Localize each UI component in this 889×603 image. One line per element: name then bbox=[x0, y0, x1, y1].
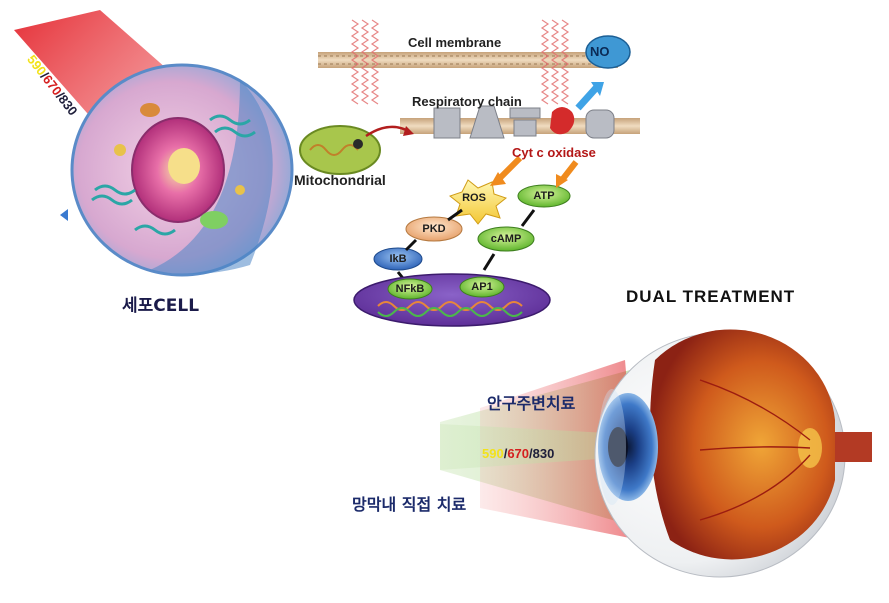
label-respiratory-chain: Respiratory chain bbox=[412, 94, 522, 109]
camp-node bbox=[477, 226, 535, 252]
cyt-c-oxidase-complex bbox=[550, 107, 575, 135]
label-camp: cAMP bbox=[490, 233, 522, 245]
retina-interior bbox=[650, 329, 835, 560]
lysosome bbox=[114, 144, 126, 156]
label-mitochondrial: Mitochondrial bbox=[294, 172, 386, 188]
label-cell-membrane: Cell membrane bbox=[408, 35, 502, 50]
signaling-arrows bbox=[396, 208, 536, 283]
wl-sep: / bbox=[503, 446, 508, 461]
light-waves bbox=[350, 19, 570, 105]
eye-wavelengths: 590/670/830 bbox=[482, 446, 554, 461]
label-atp: ATP bbox=[533, 190, 555, 202]
wl-830: 830 bbox=[532, 446, 555, 461]
mitochondrion bbox=[299, 125, 381, 175]
no-molecule bbox=[585, 35, 631, 69]
optic-nerve bbox=[835, 432, 872, 462]
wl-sep: / bbox=[529, 446, 533, 461]
cell-illustration bbox=[14, 10, 294, 277]
nucleus-region bbox=[353, 273, 551, 327]
dna-strand bbox=[377, 301, 523, 311]
cell-wall-cut bbox=[150, 80, 273, 274]
ros-burst bbox=[448, 179, 508, 225]
label-ros: ROS bbox=[462, 192, 486, 204]
nfkb-node bbox=[387, 278, 433, 300]
label-cyt-c-oxidase: Cyt c oxidase bbox=[512, 145, 596, 160]
eye-illustration bbox=[440, 329, 872, 578]
label-ikb: IkB bbox=[389, 253, 407, 265]
label-ap1: AP1 bbox=[471, 281, 493, 293]
ap1-node bbox=[459, 276, 505, 298]
cell-caption: 세포CELL bbox=[122, 296, 200, 316]
periocular-treatment-label: 안구주변치료 bbox=[487, 394, 576, 413]
mechanism-diagram bbox=[299, 19, 640, 327]
lysosome-2 bbox=[235, 185, 245, 195]
dual-treatment-title: DUAL TREATMENT bbox=[626, 287, 796, 306]
label-no: NO bbox=[590, 44, 610, 59]
retinal-vessels bbox=[699, 379, 811, 521]
no-arrow bbox=[575, 85, 599, 111]
wl-670: 670 bbox=[507, 446, 530, 461]
label-pkd: PKD bbox=[422, 223, 446, 235]
nucleolus bbox=[168, 148, 200, 184]
respiratory-complexes bbox=[433, 105, 615, 139]
arrow-marker bbox=[60, 209, 68, 221]
label-nfkb: NFkB bbox=[395, 283, 425, 295]
cornea bbox=[598, 389, 626, 505]
mitochondrion-small bbox=[200, 211, 228, 229]
pkd-node bbox=[405, 216, 463, 242]
ikb-node bbox=[373, 247, 423, 271]
atp-node bbox=[517, 184, 571, 208]
intraretinal-treatment-label: 망막내 직접 치료 bbox=[352, 495, 467, 514]
wl-590: 590 bbox=[482, 446, 504, 461]
vesicle bbox=[140, 103, 160, 117]
organelles bbox=[91, 114, 256, 236]
